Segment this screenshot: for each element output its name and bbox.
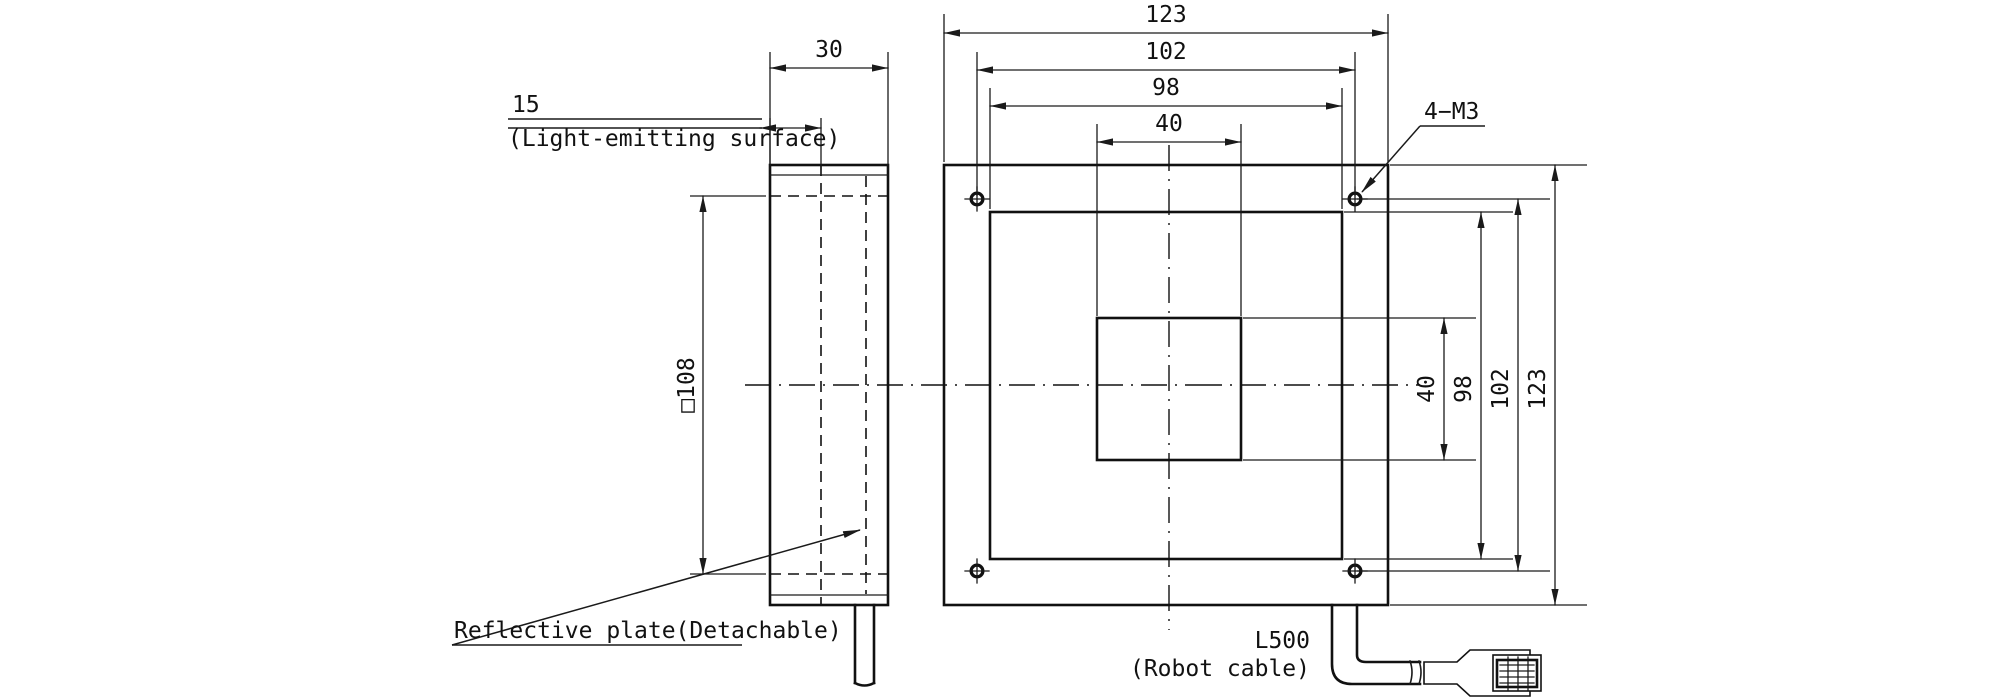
dim-h123-text: 123 [1145, 2, 1187, 28]
side-view-group: 30 15 (Light-emitting surface) □108 Refl… [451, 37, 1196, 687]
dim-v40-label-group: 40 [1414, 375, 1440, 403]
dim-v98-text: 98 [1451, 375, 1477, 403]
dim-v102-label-group: 102 [1488, 368, 1514, 410]
dim-15-text: 15 [512, 92, 540, 118]
dim-108-value: 108 [674, 357, 700, 399]
front-view-group: 4−M3 123 102 98 40 40 [942, 2, 1587, 697]
dim-v40-text: 40 [1414, 375, 1440, 403]
dim-v98-label-group: 98 [1451, 375, 1477, 403]
connector-pins-icon [1499, 664, 1535, 684]
dim-v123-text: 123 [1525, 368, 1551, 410]
reflective-plate-leader [451, 529, 861, 646]
side-view-cable-stub-end [853, 681, 876, 687]
connector-pin-dividers [1507, 656, 1529, 691]
reflective-plate-label: Reflective plate(Detachable) [454, 618, 842, 644]
cable-length-label: L500 [1255, 628, 1310, 654]
dim-108-square-symbol: □ [674, 399, 700, 413]
dim-108-label-group: □108 [674, 357, 700, 412]
tapped-hole-top-left [964, 186, 990, 212]
screw-callout-leader [1361, 125, 1421, 193]
cable-outer-edge [1330, 603, 1422, 686]
connector-latch [1495, 658, 1539, 689]
dim-30-text: 30 [815, 37, 843, 63]
dim-108-text: □108 [674, 357, 700, 412]
screw-callout-label: 4−M3 [1424, 99, 1479, 125]
dim-h40-text: 40 [1155, 111, 1183, 137]
light-emitting-surface-note: (Light-emitting surface) [508, 126, 840, 152]
dim-v102-text: 102 [1488, 368, 1514, 410]
dim-v123-label-group: 123 [1525, 368, 1551, 410]
tapped-hole-cross [964, 558, 990, 584]
cable-assembly-group [1330, 603, 1542, 697]
tapped-hole-bottom-right [1342, 558, 1368, 584]
tapped-hole-bottom-left [964, 558, 990, 584]
cable-type-label: (Robot cable) [1130, 656, 1310, 682]
dim-h98-text: 98 [1152, 75, 1180, 101]
side-view-cable-stub [853, 603, 876, 685]
cable-inner-edge [1355, 603, 1422, 664]
dim-h102-text: 102 [1145, 39, 1187, 65]
cable-strain-relief-icon [1408, 659, 1422, 686]
